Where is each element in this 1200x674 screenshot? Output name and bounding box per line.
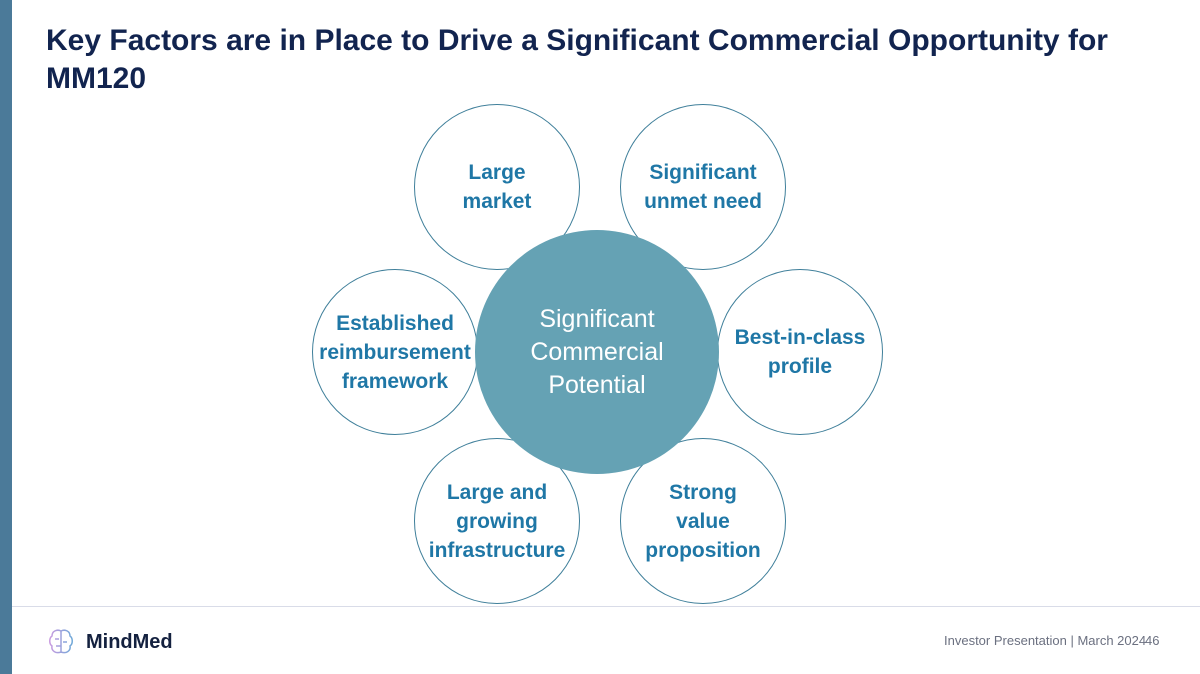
brand-name: MindMed xyxy=(86,630,173,653)
factor-value-proposition: Strong value proposition xyxy=(620,438,786,604)
center-circle: Significant Commercial Potential xyxy=(475,230,719,474)
left-accent-bar xyxy=(0,0,12,674)
footer-text: Investor Presentation | March 2024 xyxy=(944,633,1147,648)
page-title: Key Factors are in Place to Drive a Sign… xyxy=(46,24,1108,95)
factor-infrastructure: Large and growing infrastructure xyxy=(414,438,580,604)
factor-best-in-class: Best-in-class profile xyxy=(717,269,883,435)
footer-divider xyxy=(12,606,1200,607)
factor-reimbursement: Established reimbursement framework xyxy=(312,269,478,435)
factor-large-market: Large market xyxy=(414,104,580,270)
page-number: 46 xyxy=(1145,633,1160,648)
brain-icon xyxy=(49,629,73,654)
mindmed-logo: MindMed xyxy=(48,628,173,656)
